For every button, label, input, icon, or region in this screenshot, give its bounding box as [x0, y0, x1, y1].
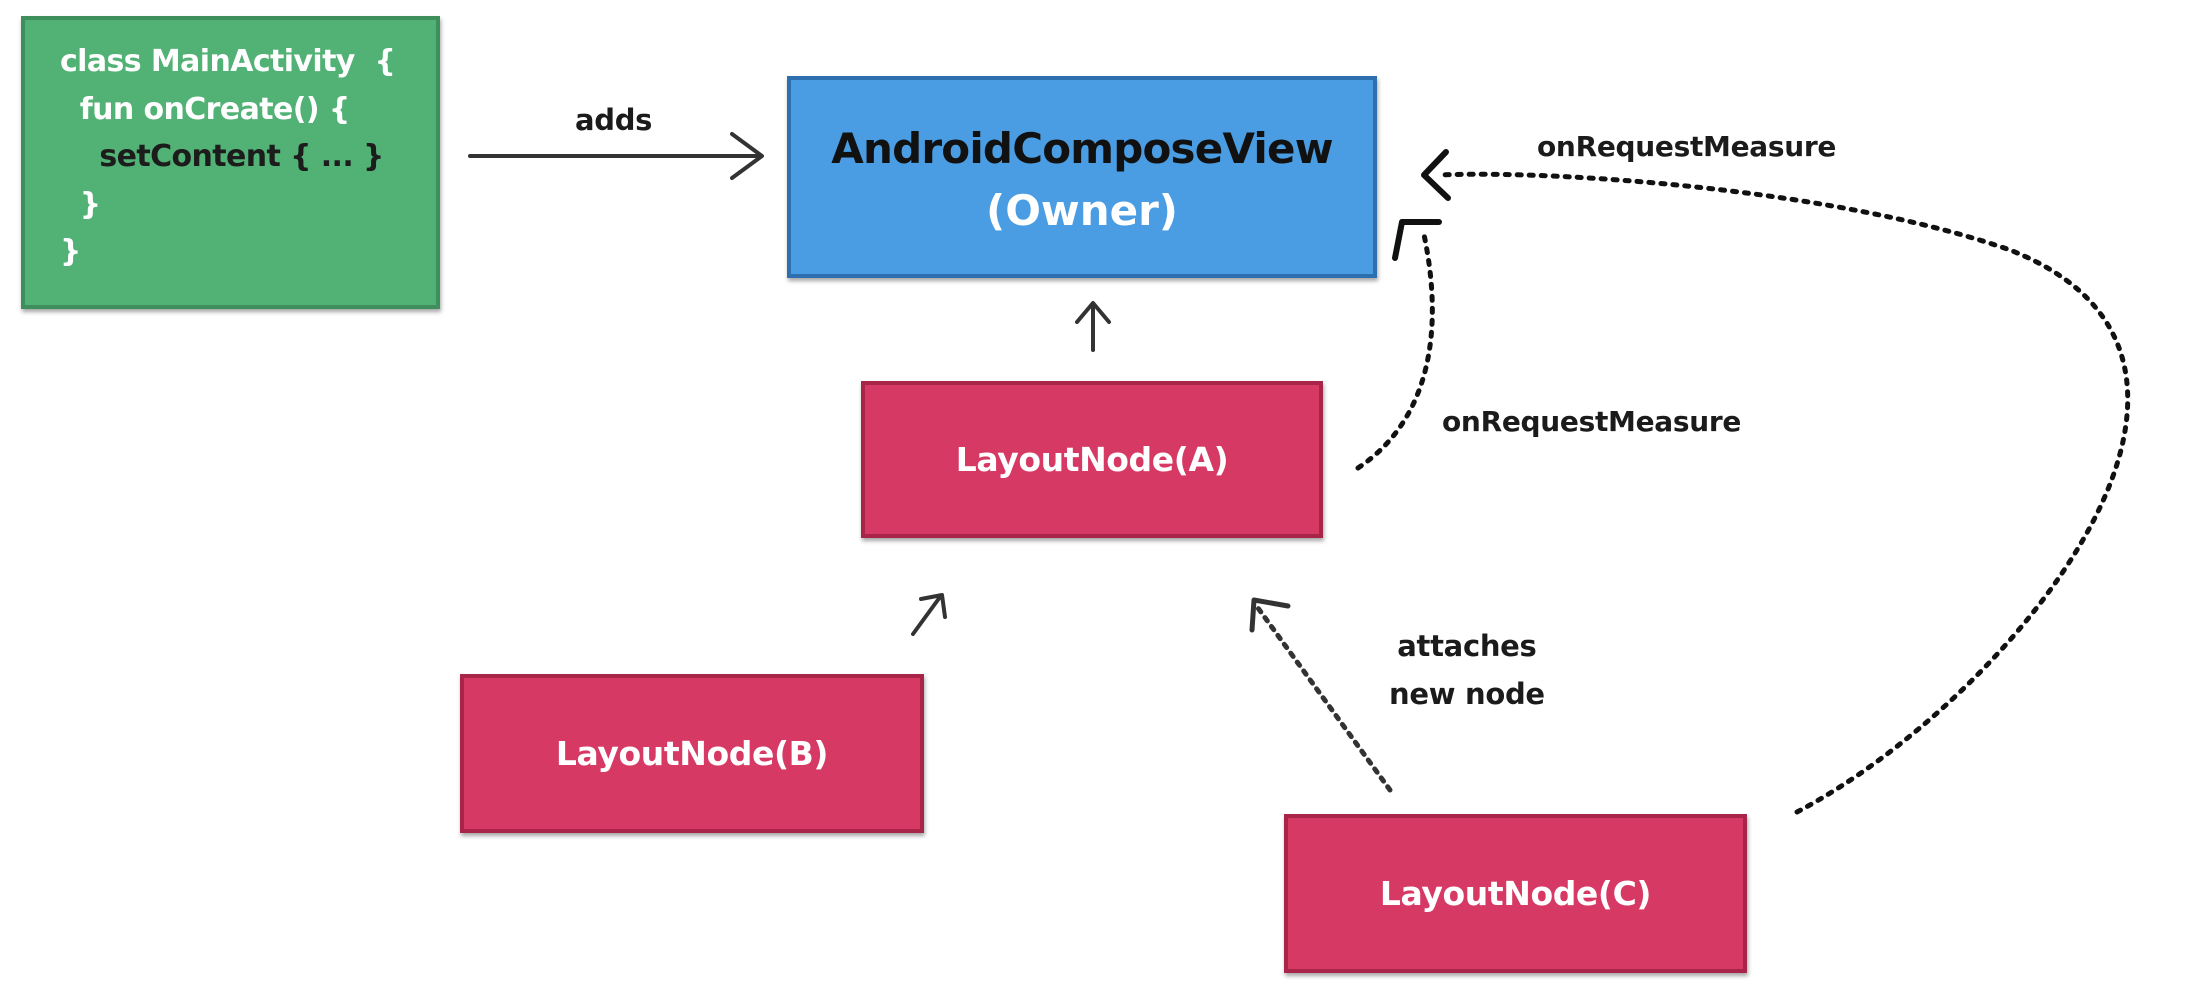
- code-line-2: fun onCreate() {: [60, 92, 351, 127]
- node-b-to-node-a-arrow: [911, 593, 947, 636]
- adds-label: adds: [575, 103, 653, 137]
- layout-node-a-label: LayoutNode(A): [955, 440, 1229, 479]
- adds-arrow: [468, 132, 764, 180]
- code-line-4: }: [60, 187, 101, 222]
- attaches-label-line-2: new node: [1389, 677, 1545, 711]
- layout-node-a: LayoutNode(A): [861, 381, 1323, 538]
- request-measure-from-c-arrow: [1421, 149, 2131, 815]
- main-activity-code-box: class MainActivity { fun onCreate() { se…: [21, 16, 440, 309]
- on-request-measure-label-mid: onRequestMeasure: [1442, 405, 1742, 438]
- request-measure-from-a-arrow: [1355, 219, 1442, 471]
- android-compose-view-box: AndroidComposeView (Owner): [787, 76, 1377, 278]
- code-line-1: class MainActivity {: [60, 44, 396, 79]
- code-line-5: }: [60, 234, 81, 269]
- attaches-label-line-1: attaches: [1397, 629, 1537, 663]
- code-line-3: setContent { ... }: [60, 139, 384, 174]
- attaches-dotted-arrow: [1249, 597, 1393, 793]
- layout-node-c-label: LayoutNode(C): [1379, 874, 1652, 913]
- layout-node-b-label: LayoutNode(B): [555, 734, 829, 773]
- node-a-to-owner-arrow: [1075, 301, 1111, 352]
- owner-subtitle: (Owner): [986, 186, 1178, 235]
- owner-title: AndroidComposeView: [831, 124, 1333, 173]
- on-request-measure-label-top: onRequestMeasure: [1537, 130, 1837, 163]
- layout-node-b: LayoutNode(B): [460, 674, 924, 833]
- layout-node-c: LayoutNode(C): [1284, 814, 1747, 973]
- attaches-new-node-label: attaches new node: [1389, 622, 1545, 718]
